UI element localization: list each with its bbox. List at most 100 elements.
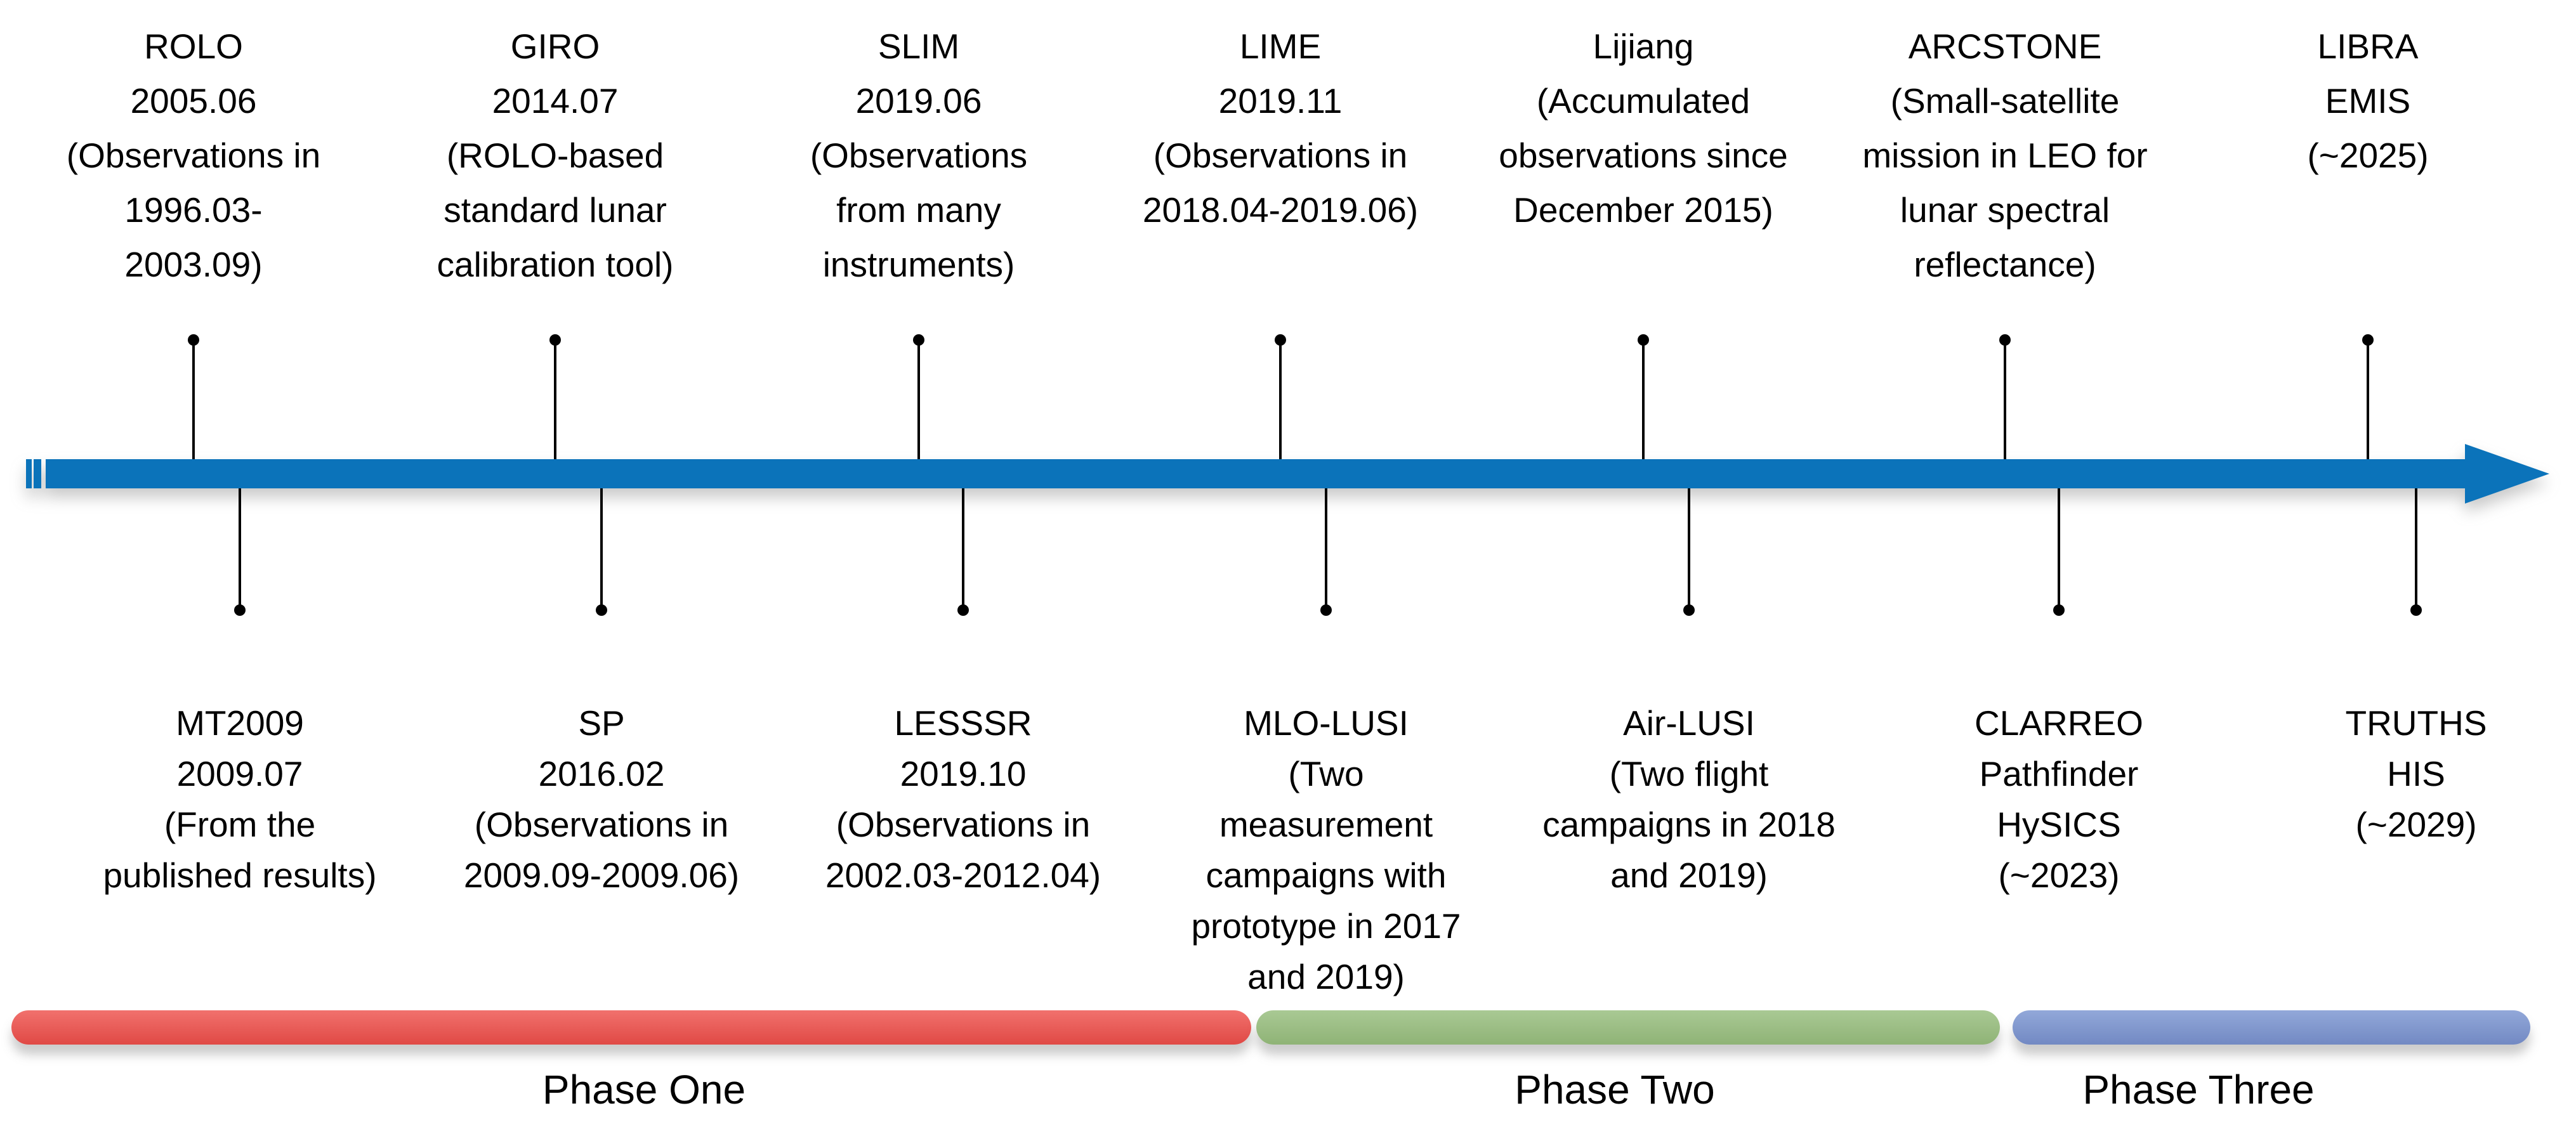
- timeline-dot: [2362, 334, 2374, 346]
- event-desc: December 2015): [1513, 190, 1773, 230]
- event-title: HySICS: [1997, 805, 2121, 844]
- event-title: MLO-LUSI: [1244, 703, 1409, 743]
- event-desc: (Observations in: [474, 805, 729, 844]
- timeline-stem: [192, 342, 195, 459]
- timeline-dot: [234, 604, 246, 616]
- event-desc: (Two flight: [1609, 754, 1769, 793]
- event-desc: published results): [103, 856, 377, 895]
- timeline-dot: [596, 604, 607, 616]
- event-title: EMIS: [2325, 81, 2411, 121]
- event-arcstone: ARCSTONE (Small-satellite mission in LEO…: [1827, 19, 2183, 292]
- event-clarreo: CLARREO Pathfinder HySICS (~2023): [1881, 698, 2237, 901]
- timeline-dot: [957, 604, 969, 616]
- event-title: Lijiang: [1593, 27, 1694, 66]
- event-desc: 2009.09-2009.06): [463, 856, 740, 895]
- event-title: GIRO: [510, 27, 600, 66]
- event-desc: reflectance): [1914, 245, 2096, 284]
- event-desc: (Small-satellite: [1890, 81, 2120, 121]
- event-title: MT2009: [176, 703, 304, 743]
- event-desc: (Accumulated: [1536, 81, 1751, 121]
- timeline-dot: [1275, 334, 1286, 346]
- phase-three-bar: [2013, 1010, 2530, 1045]
- event-desc: (Observations in: [66, 136, 321, 175]
- event-desc: prototype in 2017: [1191, 906, 1461, 946]
- event-desc: (From the: [164, 805, 316, 844]
- event-desc: calibration tool): [437, 245, 674, 284]
- event-title: Pathfinder: [1979, 754, 2139, 793]
- event-desc: (Observations: [810, 136, 1028, 175]
- timeline-dot: [913, 334, 924, 346]
- event-desc: (Observations in: [836, 805, 1091, 844]
- timeline-dot: [1320, 604, 1332, 616]
- arrow-shaft: [46, 459, 2465, 488]
- phase-two-label: Phase Two: [1515, 1067, 1715, 1112]
- event-rolo: ROLO 2005.06 (Observations in 1996.03- 2…: [16, 19, 371, 292]
- timeline-stem: [1279, 342, 1282, 459]
- timeline-dot: [1638, 334, 1649, 346]
- timeline-dot: [1999, 334, 2011, 346]
- event-giro: GIRO 2014.07 (ROLO-based standard lunar …: [378, 19, 733, 292]
- event-lime: LIME 2019.11 (Observations in 2018.04-20…: [1103, 19, 1458, 237]
- event-desc: instruments): [822, 245, 1015, 284]
- phase-three-label: Phase Three: [2082, 1067, 2315, 1112]
- event-title: SLIM: [877, 27, 960, 66]
- timeline-stem: [1642, 342, 1645, 459]
- event-desc: 1996.03-: [124, 190, 263, 230]
- event-libra: LIBRA EMIS (~2025): [2190, 19, 2546, 183]
- timeline-dot: [549, 334, 561, 346]
- arrow-head: [2465, 444, 2549, 504]
- event-desc: 2003.09): [124, 245, 263, 284]
- event-date: 2009.07: [176, 754, 303, 793]
- event-date: (~2023): [1998, 856, 2120, 895]
- timeline-stem: [2415, 488, 2417, 608]
- phase-one-bar: [11, 1010, 1251, 1045]
- event-desc: (Observations in: [1153, 136, 1408, 175]
- timeline-stem: [554, 342, 556, 459]
- event-desc: standard lunar: [444, 190, 667, 230]
- timeline-stem: [239, 488, 241, 608]
- timeline-stem: [2004, 342, 2006, 459]
- event-desc: campaigns with: [1206, 856, 1447, 895]
- timeline-dot: [1683, 604, 1695, 616]
- timeline-stem: [1325, 488, 1327, 608]
- event-title: LIME: [1239, 27, 1322, 66]
- event-mlo-lusi: MLO-LUSI (Two measurement campaigns with…: [1148, 698, 1504, 1002]
- event-title: SP: [578, 703, 625, 743]
- timeline-stem: [2058, 488, 2060, 608]
- timeline-stem: [1688, 488, 1690, 608]
- phase-one-label: Phase One: [542, 1067, 746, 1112]
- event-date: 2019.06: [855, 81, 982, 121]
- timeline-dot: [188, 334, 199, 346]
- event-date: 2016.02: [538, 754, 665, 793]
- event-desc: measurement: [1219, 805, 1433, 844]
- event-lijiang: Lijiang (Accumulated observations since …: [1466, 19, 1821, 237]
- event-desc: campaigns in 2018: [1542, 805, 1836, 844]
- event-truths: TRUTHS HIS (~2029): [2238, 698, 2576, 850]
- event-desc: lunar spectral: [1900, 190, 2110, 230]
- timeline-dot: [2410, 604, 2422, 616]
- event-date: 2005.06: [130, 81, 257, 121]
- event-lesssr: LESSSR 2019.10 (Observations in 2002.03-…: [785, 698, 1141, 901]
- event-title: HIS: [2387, 754, 2445, 793]
- phase-two-bar: [1256, 1010, 2000, 1045]
- event-slim: SLIM 2019.06 (Observations from many ins…: [741, 19, 1096, 292]
- arrow-tail-strip: [34, 459, 41, 488]
- event-desc: from many: [836, 190, 1001, 230]
- event-desc: (Two: [1288, 754, 1364, 793]
- event-date: 2019.11: [1218, 81, 1343, 121]
- event-air-lusi: Air-LUSI (Two flight campaigns in 2018 a…: [1511, 698, 1867, 901]
- event-date: (~2029): [2355, 805, 2477, 844]
- event-date: 2014.07: [492, 81, 619, 121]
- event-desc: 2018.04-2019.06): [1142, 190, 1419, 230]
- event-desc: (ROLO-based: [446, 136, 664, 175]
- event-desc: and 2019): [1610, 856, 1768, 895]
- event-title: TRUTHS: [2345, 703, 2487, 743]
- timeline-stem: [962, 488, 964, 608]
- timeline-stem: [917, 342, 920, 459]
- arrow-tail-strip: [26, 459, 32, 488]
- timeline-stem: [2367, 342, 2369, 459]
- event-desc: 2002.03-2012.04): [825, 856, 1101, 895]
- event-mt2009: MT2009 2009.07 (From the published resul…: [62, 698, 417, 901]
- event-desc: observations since: [1499, 136, 1788, 175]
